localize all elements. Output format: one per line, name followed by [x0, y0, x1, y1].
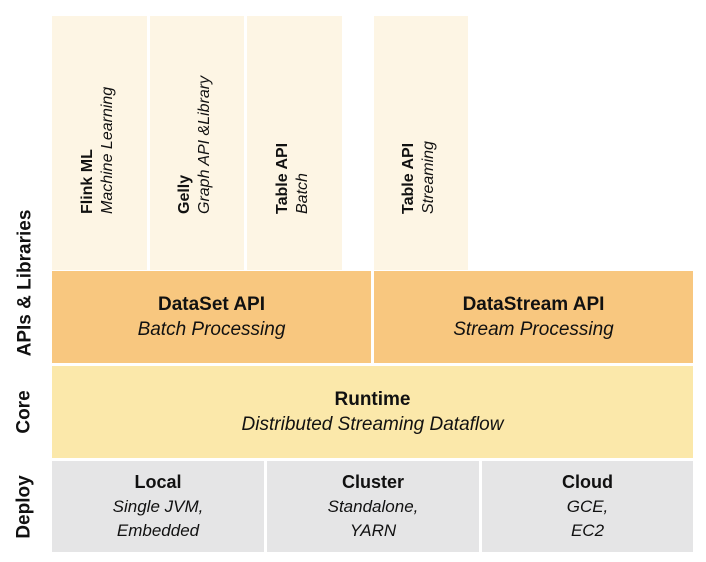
runtime-subtitle: Distributed Streaming Dataflow	[241, 414, 504, 435]
library-flink-ml: Flink ML Machine Learning	[52, 16, 147, 270]
deploy-local-block: Local Single JVM, Embedded	[52, 461, 264, 552]
dataset-api-title: DataSet API	[158, 294, 265, 315]
datastream-api-block: DataStream API Stream Processing	[374, 271, 693, 363]
deploy-cloud-block: Cloud GCE, EC2	[482, 461, 693, 552]
library-table-api-batch: Table API Batch	[247, 16, 342, 270]
library-table-api-streaming: Table API Streaming	[374, 16, 468, 270]
library-flink-ml-title: Flink ML	[78, 149, 96, 214]
deploy-cluster-line1: Standalone,	[327, 497, 419, 516]
deploy-cluster-block: Cluster Standalone, YARN	[267, 461, 479, 552]
deploy-cluster-line2: YARN	[349, 521, 397, 540]
deploy-cloud-line2: EC2	[570, 521, 605, 540]
deploy-local-line1: Single JVM,	[112, 497, 204, 516]
library-gelly-subtitle: Graph API &Library	[196, 75, 213, 214]
library-gelly-title: Gelly	[176, 174, 193, 214]
layer-label-core-text: Core	[14, 390, 36, 434]
layer-label-core: Core	[4, 366, 46, 458]
library-flink-ml-subtitle: Machine Learning	[98, 86, 116, 214]
layer-label-apis-libraries-text: APIs & Libraries	[14, 209, 35, 357]
deploy-local-title: Local	[134, 472, 182, 492]
library-table-api-batch-title: Table API	[273, 142, 291, 214]
datastream-api-subtitle: Stream Processing	[453, 319, 614, 340]
deploy-local-line2: Embedded	[116, 521, 200, 540]
dataset-api-subtitle: Batch Processing	[137, 319, 286, 340]
datastream-api-title: DataStream API	[462, 294, 605, 315]
library-table-api-streaming-subtitle: Streaming	[420, 141, 437, 214]
dataset-api-block: DataSet API Batch Processing	[52, 271, 371, 363]
deploy-cloud-line1: GCE,	[566, 497, 609, 516]
library-gelly: Gelly Graph API &Library	[150, 16, 244, 270]
library-gelly-text: Gelly Graph API &Library	[175, 76, 215, 214]
library-table-api-streaming-title: Table API	[400, 142, 417, 214]
library-table-api-batch-subtitle: Batch	[293, 173, 311, 214]
library-flink-ml-text: Flink ML Machine Learning	[78, 87, 118, 214]
deploy-cloud-title: Cloud	[562, 472, 613, 492]
library-table-api-streaming-text: Table API Streaming	[399, 141, 439, 214]
library-table-api-batch-text: Table API Batch	[273, 143, 313, 214]
layer-label-deploy: Deploy	[4, 461, 46, 552]
layer-label-apis-libraries: APIs & Libraries	[4, 200, 46, 366]
runtime-block: Runtime Distributed Streaming Dataflow	[52, 366, 693, 458]
runtime-title: Runtime	[334, 389, 411, 410]
layer-label-deploy-text: Deploy	[14, 474, 36, 539]
deploy-cluster-title: Cluster	[341, 472, 404, 492]
